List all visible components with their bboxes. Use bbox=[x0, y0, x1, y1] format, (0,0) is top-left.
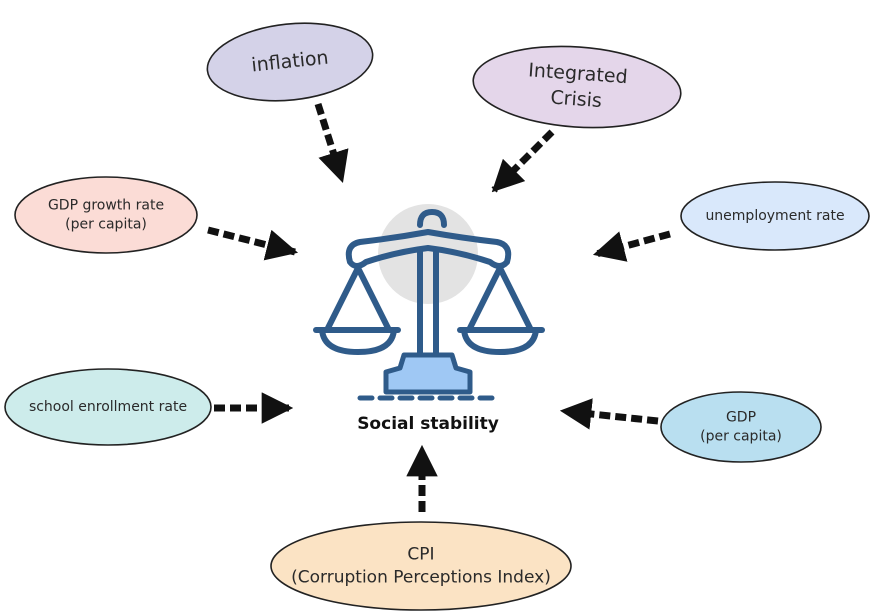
scale-icon-halo bbox=[378, 204, 478, 304]
node-gdp-growth-rate: GDP growth rate (per capita) bbox=[14, 176, 198, 254]
center-label: Social stability bbox=[357, 414, 499, 434]
node-integrated-crisis-label: Crisis bbox=[550, 87, 603, 113]
node-cpi-label: CPI bbox=[407, 545, 434, 565]
arrow-unemployment-rate bbox=[592, 230, 671, 262]
node-school-enrollment-rate-ellipse bbox=[4, 368, 212, 446]
node-gdp-ellipse bbox=[660, 391, 822, 463]
node-gdp-label: GDP bbox=[726, 410, 756, 426]
arrow-gdp bbox=[559, 398, 659, 430]
node-cpi-label: (Corruption Perceptions Index) bbox=[291, 567, 551, 587]
arrow-integrated-crisis bbox=[491, 129, 555, 193]
node-gdp: GDP (per capita) bbox=[660, 391, 822, 463]
node-unemployment-rate-ellipse bbox=[680, 181, 870, 251]
node-unemployment-rate-label: unemployment rate bbox=[705, 208, 844, 224]
node-inflation: inflation bbox=[206, 22, 374, 102]
node-gdp-label: (per capita) bbox=[700, 428, 782, 444]
node-school-enrollment-rate-label: school enrollment rate bbox=[29, 399, 187, 415]
node-cpi: CPI(Corruption Perceptions Index) bbox=[270, 521, 572, 611]
arrow-gdp-growth-rate bbox=[207, 226, 299, 261]
node-gdp-growth-rate-label: GDP growth rate bbox=[48, 198, 164, 214]
node-school-enrollment-rate: school enrollment rate bbox=[4, 368, 212, 446]
scale-icon bbox=[313, 204, 545, 401]
arrows-layer bbox=[207, 102, 671, 512]
node-unemployment-rate: unemployment rate bbox=[680, 181, 870, 251]
node-cpi-ellipse bbox=[270, 521, 572, 611]
node-gdp-growth-rate-label: (per capita) bbox=[65, 216, 147, 232]
scale-icon-base bbox=[383, 352, 473, 395]
node-gdp-growth-rate-ellipse bbox=[14, 176, 198, 254]
node-inflation-ellipse bbox=[206, 22, 374, 102]
node-integrated-crisis-ellipse bbox=[472, 45, 682, 129]
arrow-inflation bbox=[314, 102, 349, 184]
